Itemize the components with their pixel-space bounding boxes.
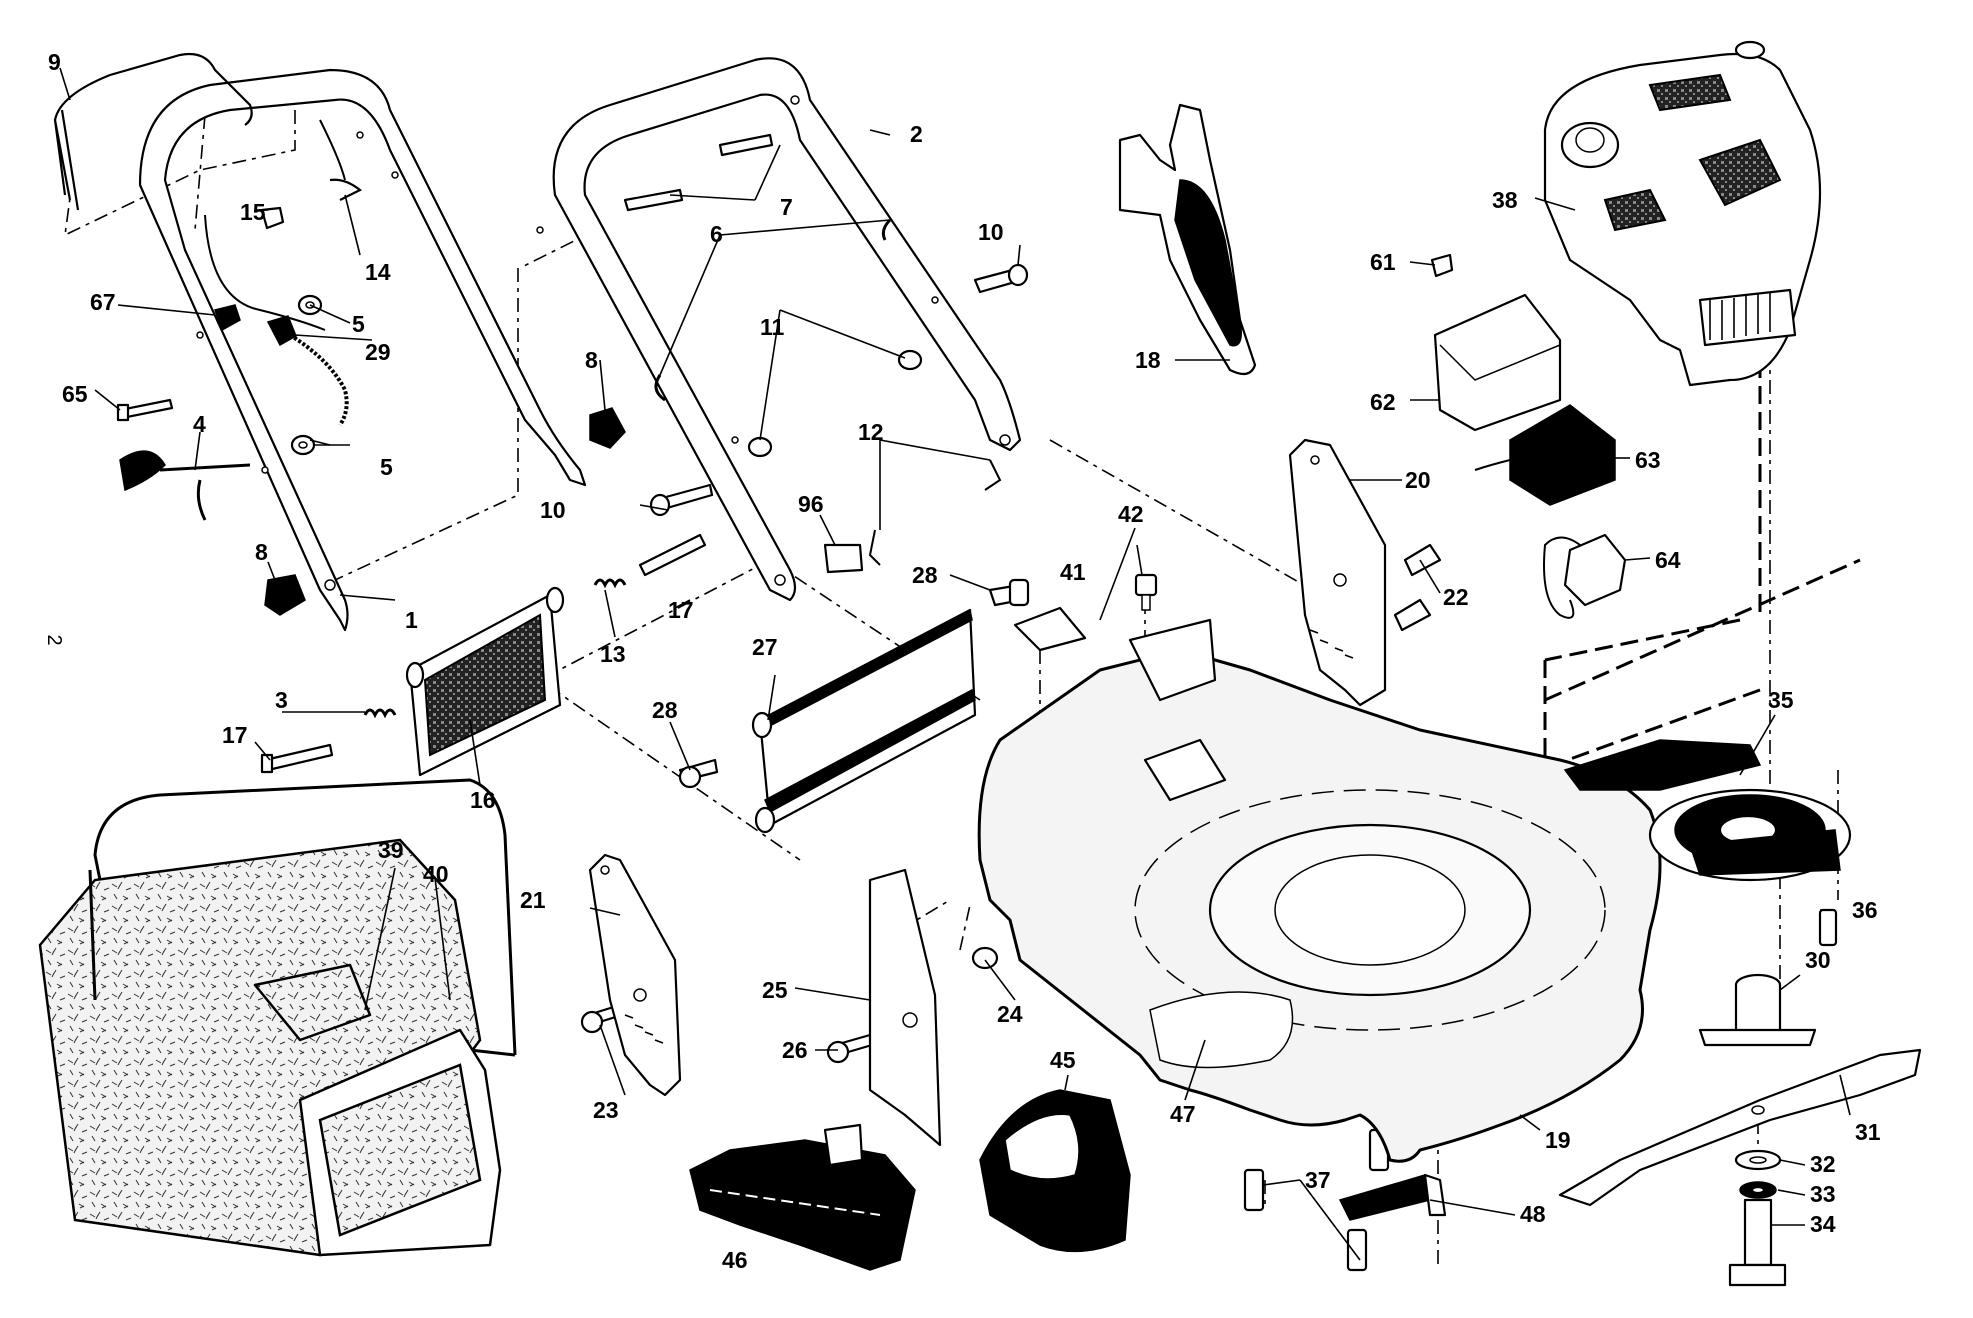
label-5a: 5: [352, 311, 365, 337]
page-number: 2: [43, 634, 65, 645]
label-61: 61: [1370, 249, 1396, 275]
label-12: 12: [858, 419, 884, 445]
label-28b: 28: [652, 697, 678, 723]
label-23: 23: [593, 1097, 619, 1123]
control-cable: [204, 119, 346, 331]
label-65: 65: [62, 381, 88, 407]
label-96: 96: [798, 491, 824, 517]
label-40: 40: [423, 861, 449, 887]
label-35: 35: [1768, 687, 1794, 713]
label-21: 21: [520, 887, 546, 913]
label-62: 62: [1370, 389, 1396, 415]
label-15: 15: [240, 199, 266, 225]
label-18: 18: [1135, 347, 1161, 373]
label-5b: 5: [380, 454, 393, 480]
label-45: 45: [1050, 1047, 1076, 1073]
label-36: 36: [1852, 897, 1878, 923]
label-27: 27: [752, 634, 778, 660]
label-63: 63: [1635, 447, 1661, 473]
label-13: 13: [600, 641, 626, 667]
label-1: 1: [405, 607, 418, 633]
label-29: 29: [365, 339, 391, 365]
engine: [1543, 40, 1822, 387]
label-47: 47: [1170, 1101, 1196, 1127]
height-adjust-brackets: [588, 438, 1387, 1147]
label-8a: 8: [255, 539, 268, 565]
label-17a: 17: [222, 722, 248, 748]
label-26: 26: [782, 1037, 808, 1063]
label-30: 30: [1805, 947, 1831, 973]
mower-deck: [977, 618, 1662, 1163]
label-17b: 17: [668, 597, 694, 623]
lower-handle: [138, 68, 587, 632]
label-4: 4: [193, 411, 206, 437]
label-37: 37: [1305, 1167, 1331, 1193]
label-31: 31: [1855, 1119, 1881, 1145]
label-19: 19: [1545, 1127, 1571, 1153]
grass-catcher: [38, 778, 517, 1257]
label-7: 7: [780, 194, 793, 220]
label-6: 6: [710, 221, 723, 247]
label-39: 39: [378, 837, 404, 863]
label-25: 25: [762, 977, 788, 1003]
label-9: 9: [48, 49, 61, 75]
label-20: 20: [1405, 467, 1431, 493]
label-10b: 10: [540, 497, 566, 523]
label-22: 22: [1443, 584, 1469, 610]
hardware: [116, 133, 1838, 1272]
label-48: 48: [1520, 1201, 1546, 1227]
label-38: 38: [1492, 187, 1518, 213]
label-64: 64: [1655, 547, 1681, 573]
label-16: 16: [470, 787, 496, 813]
leader-lines: [59, 67, 1851, 1261]
deflectors: [689, 103, 1447, 1271]
label-10a: 10: [978, 219, 1004, 245]
label-67: 67: [90, 289, 116, 315]
label-24: 24: [997, 1001, 1023, 1027]
label-41: 41: [1060, 559, 1086, 585]
label-2: 2: [910, 121, 923, 147]
label-3: 3: [275, 687, 288, 713]
part-labels: 9 15 14 67 5 29 65 4 5 8 1 2 7 6 10 11 8…: [48, 49, 1881, 1273]
control-bar: [53, 52, 253, 211]
label-8b: 8: [585, 347, 598, 373]
label-32: 32: [1810, 1151, 1836, 1177]
rear-door-assembly: [405, 586, 1087, 834]
label-42: 42: [1118, 501, 1144, 527]
label-34: 34: [1810, 1211, 1836, 1237]
label-14: 14: [365, 259, 391, 285]
electrical-parts: [1433, 293, 1627, 619]
label-46: 46: [722, 1247, 748, 1273]
label-33: 33: [1810, 1181, 1836, 1207]
label-11: 11: [760, 314, 785, 340]
label-28a: 28: [912, 562, 938, 588]
blade-assembly: [1558, 739, 1922, 1287]
upper-handle: [536, 57, 1022, 602]
